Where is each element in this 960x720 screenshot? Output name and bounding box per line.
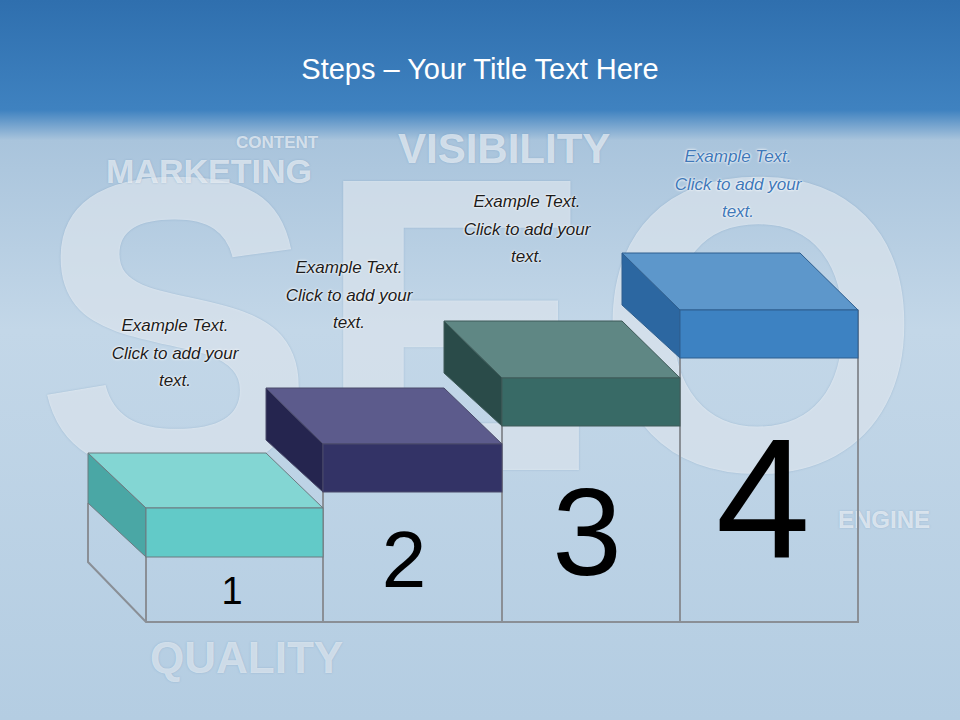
block-top xyxy=(266,388,502,444)
title-bar: Steps – Your Title Text Here xyxy=(0,52,960,87)
block-top xyxy=(444,321,680,378)
step-column: Example Text. Click to add your text. 3 xyxy=(457,188,680,622)
step-number: 1 xyxy=(221,572,242,610)
column-outline xyxy=(88,310,858,622)
step-number: 3 xyxy=(552,469,622,594)
step-block xyxy=(88,453,323,557)
column-line xyxy=(145,557,147,622)
step-block xyxy=(622,253,858,358)
watermark-word: CONTENT xyxy=(236,134,318,151)
block-front xyxy=(323,444,502,492)
watermark-word: VISIBILITY xyxy=(398,128,610,170)
step-column: Example Text. Click to add your text. 4 xyxy=(668,143,858,622)
block-front xyxy=(146,508,323,557)
step-text: Example Text. Click to add your text. xyxy=(672,143,804,226)
watermark-word: MARKETING xyxy=(106,154,312,188)
step-text: Example Text. Click to add your text. xyxy=(109,312,241,395)
block-front xyxy=(502,378,680,426)
step-number: 4 xyxy=(716,414,811,584)
watermark-word: QUALITY xyxy=(150,636,343,680)
step-block xyxy=(444,321,680,426)
block-top xyxy=(88,453,323,508)
slide-title: Steps – Your Title Text Here xyxy=(0,52,960,87)
block-top xyxy=(622,253,858,310)
step-number: 2 xyxy=(382,520,427,600)
step-text: Example Text. Click to add your text. xyxy=(283,254,415,337)
step-column: Example Text. Click to add your text. 2 xyxy=(279,254,502,622)
step-block xyxy=(266,388,502,492)
block-front xyxy=(680,310,858,358)
watermark-word: ENGINE xyxy=(838,508,930,532)
step-column: Example Text. Click to add your text. 1 xyxy=(105,312,323,622)
step-text: Example Text. Click to add your text. xyxy=(461,188,593,271)
base-outline xyxy=(88,310,858,622)
